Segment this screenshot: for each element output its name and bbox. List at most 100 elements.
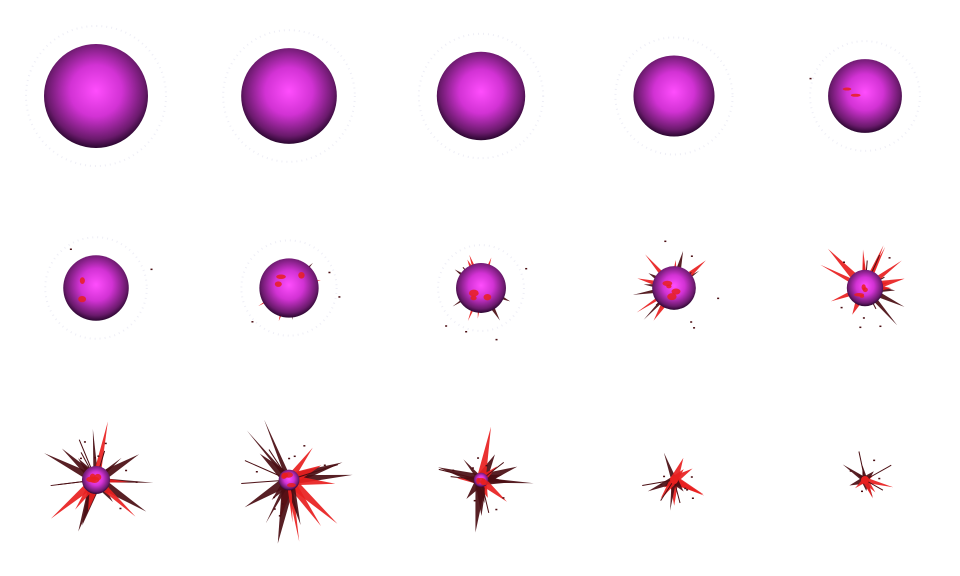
burst-shard	[244, 477, 289, 508]
burst-ray	[660, 479, 675, 501]
burst-core	[861, 476, 869, 484]
burst-speck	[495, 508, 498, 511]
orb-crack	[850, 93, 861, 97]
explosion-frame	[240, 239, 341, 337]
burst-shard	[50, 480, 95, 519]
burst-speck	[273, 508, 276, 510]
burst-speck	[878, 477, 881, 480]
burst-speck	[251, 321, 254, 323]
burst-speck	[717, 297, 720, 300]
burst-speck	[135, 481, 138, 483]
burst-speck	[278, 515, 281, 517]
burst-speck	[150, 268, 153, 271]
orb-crack	[274, 281, 282, 287]
burst-shard	[864, 477, 894, 488]
frame-halo	[417, 32, 545, 160]
burst-speck	[338, 296, 341, 298]
burst-speck	[255, 471, 258, 473]
burst-shard	[292, 475, 336, 486]
burst-speck	[83, 441, 86, 443]
burst-speck	[485, 464, 488, 467]
burst-speck	[69, 248, 72, 251]
frame-halo	[437, 244, 525, 332]
burst-shard	[287, 483, 293, 523]
burst-shard	[97, 478, 147, 512]
burst-speck	[495, 338, 498, 341]
burst-speck	[303, 445, 306, 447]
orb-crack	[79, 277, 85, 285]
burst-speck	[686, 489, 689, 491]
orb-crack	[667, 293, 677, 301]
orb-crack	[298, 271, 305, 279]
orb-crack	[483, 293, 492, 301]
burst-speck	[452, 469, 455, 472]
explosion-frame	[417, 32, 545, 160]
burst-speck	[471, 467, 474, 469]
burst-speck	[690, 255, 693, 257]
burst-shard	[264, 419, 290, 478]
burst-speck	[125, 469, 128, 472]
energy-orb	[652, 266, 696, 310]
energy-orb	[456, 263, 506, 313]
orb-crack	[86, 476, 97, 483]
orb-crack	[481, 478, 486, 485]
burst-speck	[465, 330, 468, 333]
burst-speck	[104, 442, 107, 445]
burst-speck	[684, 487, 687, 490]
explosion-frame	[820, 245, 905, 329]
orb-crack	[862, 287, 868, 293]
burst-shard	[671, 475, 704, 495]
burst-speck	[445, 325, 448, 327]
orb-crack	[287, 483, 296, 488]
burst-speck	[693, 327, 696, 329]
explosion-frame	[241, 419, 353, 544]
burst-shard	[670, 457, 684, 482]
burst-speck	[691, 497, 694, 499]
explosion-frame	[632, 240, 720, 329]
burst-speck	[288, 457, 291, 460]
burst-shard	[288, 447, 313, 479]
burst-speck	[859, 326, 862, 329]
burst-speck	[888, 257, 891, 259]
burst-speck	[473, 499, 476, 502]
burst-shard	[44, 453, 93, 482]
burst-shard	[246, 430, 288, 479]
explosion-frame	[25, 25, 167, 167]
explosion-frame	[809, 40, 921, 152]
burst-ray	[642, 479, 675, 487]
orb-crack	[476, 477, 481, 485]
orb-crack	[78, 296, 87, 303]
burst-speck	[660, 483, 663, 486]
burst-speck	[323, 464, 326, 466]
burst-speck	[502, 497, 505, 499]
orb-crack	[854, 293, 865, 297]
burst-speck	[879, 325, 882, 328]
energy-orb	[633, 55, 715, 137]
burst-speck	[873, 459, 876, 462]
burst-speck	[663, 475, 666, 478]
burst-speck	[849, 470, 852, 472]
burst-speck	[119, 507, 122, 510]
frame-halo	[240, 239, 338, 337]
burst-shard	[97, 481, 136, 517]
orb-crack	[94, 473, 102, 481]
orb-crack	[671, 288, 681, 295]
burst-shard	[483, 477, 534, 484]
orb-crack	[468, 289, 479, 297]
burst-speck	[690, 321, 693, 323]
burst-speck	[281, 503, 284, 505]
burst-shard	[480, 478, 507, 502]
orb-crack	[470, 295, 477, 301]
burst-speck	[328, 271, 331, 274]
explosion-frame	[44, 236, 153, 340]
burst-speck	[843, 261, 846, 264]
burst-speck	[477, 457, 480, 459]
frame-halo	[809, 40, 921, 152]
burst-speck	[840, 306, 843, 309]
burst-speck	[273, 496, 276, 499]
burst-shard	[842, 464, 867, 483]
orb-crack	[842, 87, 852, 91]
burst-speck	[97, 455, 100, 457]
frame-halo	[44, 236, 148, 340]
explosion-frame	[842, 451, 894, 499]
